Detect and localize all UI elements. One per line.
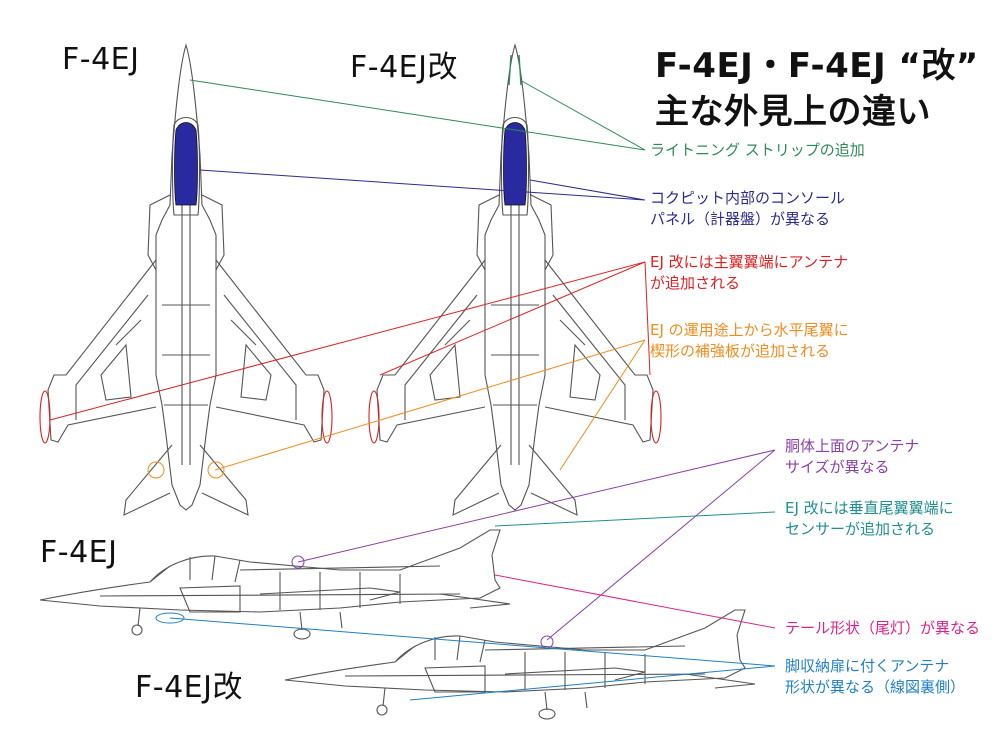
- callout-text-line: EJ の運用途上から水平尾翼に: [650, 321, 849, 339]
- title-line2: 主な外見上の違い: [655, 92, 931, 132]
- f4ej-gear-door-marker: [155, 612, 185, 624]
- label-f4ej-kai-top: F-4EJ改: [350, 50, 458, 85]
- callout-text-line: コクピット内部のコンソール: [650, 189, 846, 207]
- callout-fin-sensor: EJ 改には垂直尾翼翼端に センサーが追加される: [785, 498, 954, 540]
- f4ej-kai-right-wingtip-marker: [650, 390, 662, 444]
- callout-cockpit-panel: コクピット内部のコンソール パネル（計器盤）が異なる: [650, 188, 845, 230]
- callout-text-line: 形状が異なる（線図裏側）: [785, 678, 966, 696]
- callout-text-line: 楔形の補強板が追加される: [650, 342, 831, 360]
- callout-stabilizer-plate: EJ の運用途上から水平尾翼に 楔形の補強板が追加される: [650, 320, 849, 362]
- title-line1: F-4EJ・F-4EJ “改”: [655, 46, 979, 86]
- callout-text-line: テール形状（尾灯）が異なる: [785, 619, 981, 637]
- callout-dorsal-antenna: 胴体上面のアンテナ サイズが異なる: [785, 436, 919, 478]
- callout-text-line: サイズが異なる: [785, 458, 890, 476]
- f4ej-right-wingtip-marker: [321, 390, 333, 444]
- callout-tail-shape: テール形状（尾灯）が異なる: [785, 618, 980, 639]
- callout-gear-door-antenna: 脚収納扉に付くアンテナ 形状が異なる（線図裏側）: [785, 656, 965, 698]
- f4ej-right-stab-marker: [207, 461, 225, 479]
- f4ej-kai-lightning-strips: [508, 54, 522, 86]
- label-f4ej-top: F-4EJ: [62, 42, 140, 77]
- callout-text-line: パネル（計器盤）が異なる: [650, 210, 831, 228]
- callout-text-line: が追加される: [650, 274, 741, 292]
- callout-text-line: 胴体上面のアンテナ: [785, 437, 920, 455]
- f4ej-top-view: [47, 44, 325, 516]
- callout-text-line: EJ 改には垂直尾翼翼端に: [785, 499, 954, 517]
- f4ej-kai-cockpit-canopy: [503, 122, 527, 206]
- label-f4ej-kai-side: F-4EJ改: [135, 670, 243, 705]
- callout-text-line: センサーが追加される: [785, 520, 936, 538]
- callout-text-line: ライトニング ストリップの追加: [650, 141, 865, 159]
- callout-text-line: 脚収納扉に付くアンテナ: [785, 657, 950, 675]
- f4ej-left-stab-marker: [147, 461, 165, 479]
- callout-lightning-strip: ライトニング ストリップの追加: [650, 140, 865, 161]
- f4ej-left-wingtip-marker: [39, 390, 51, 444]
- callout-leader-lines: [49, 79, 776, 701]
- f4ej-cockpit-canopy: [174, 122, 198, 206]
- callout-text-line: EJ 改には主翼翼端にアンテナ: [650, 253, 849, 271]
- label-f4ej-side: F-4EJ: [40, 535, 118, 570]
- f4ej-kai-side-view: [284, 609, 756, 720]
- f4ej-dorsal-antenna-marker: [291, 555, 305, 569]
- f4ej-kai-left-wingtip-marker: [368, 390, 380, 444]
- callout-wingtip-antenna: EJ 改には主翼翼端にアンテナ が追加される: [650, 252, 848, 294]
